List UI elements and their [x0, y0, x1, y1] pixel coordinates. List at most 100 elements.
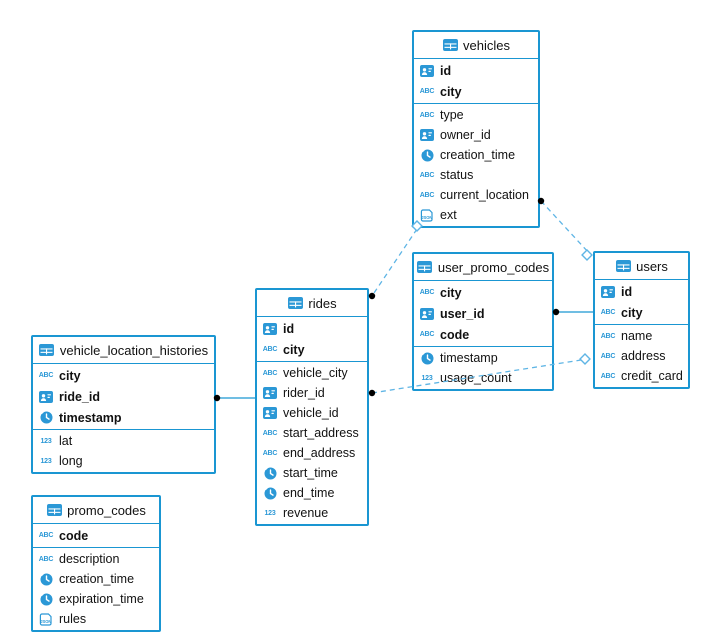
table-vehicles-header[interactable]: vehicles [414, 32, 538, 59]
table-icon [39, 344, 55, 356]
column-row[interactable]: rider_id [257, 383, 367, 403]
column-row[interactable]: ABC city [414, 81, 538, 102]
relation-vehicles-users-line[interactable] [540, 200, 590, 254]
column-name: owner_id [440, 128, 491, 142]
relation-dot-marker [368, 389, 376, 397]
column-row[interactable]: ABC end_address [257, 443, 367, 463]
table-user-promo-codes-header[interactable]: user_promo_codes [414, 254, 552, 281]
table-name: users [636, 258, 668, 274]
column-row[interactable]: ABC city [595, 302, 688, 323]
column-row[interactable]: id [595, 281, 688, 302]
column-row[interactable]: ride_id [33, 386, 214, 407]
column-row[interactable]: id [414, 60, 538, 81]
column-row[interactable]: expiration_time [33, 589, 159, 609]
column-row[interactable]: JSON ext [414, 205, 538, 225]
column-name: status [440, 168, 474, 182]
table-promo-codes[interactable]: promo_codes ABC code ABC description cre… [31, 495, 161, 632]
column-row[interactable]: start_time [257, 463, 367, 483]
text-icon: ABC [262, 429, 278, 437]
text-icon: ABC [38, 532, 54, 539]
table-user-promo-codes[interactable]: user_promo_codes ABC city user_id ABC co… [412, 252, 554, 391]
json-icon: JSON [38, 612, 54, 626]
relation-diamond-marker [581, 249, 593, 261]
column-name: city [440, 84, 462, 99]
timestamp-icon [419, 351, 435, 365]
table-vehicle-location-histories-header[interactable]: vehicle_location_histories [33, 337, 214, 364]
column-row[interactable]: ABC start_address [257, 423, 367, 443]
column-row[interactable]: id [257, 318, 367, 339]
text-icon: ABC [419, 289, 435, 296]
svg-text:JSON: JSON [421, 215, 432, 220]
column-name: rider_id [283, 386, 325, 400]
uuid-icon [419, 64, 435, 77]
uuid-icon [38, 390, 54, 403]
column-row[interactable]: end_time [257, 483, 367, 503]
column-name: vehicle_city [283, 366, 348, 380]
timestamp-icon [262, 486, 278, 500]
column-name: lat [59, 434, 73, 448]
column-row[interactable]: ABC city [257, 339, 367, 360]
column-name: long [59, 454, 83, 468]
table-icon [442, 39, 458, 51]
text-icon: ABC [262, 449, 278, 457]
column-row[interactable]: timestamp [414, 348, 552, 368]
column-row[interactable]: creation_time [33, 569, 159, 589]
text-icon: ABC [262, 369, 278, 377]
column-row[interactable]: user_id [414, 303, 552, 324]
column-row[interactable]: ABC credit_card [595, 366, 688, 386]
column-row[interactable]: ABC status [414, 165, 538, 185]
table-users-header[interactable]: users [595, 253, 688, 280]
column-row[interactable]: timestamp [33, 407, 214, 428]
column-row[interactable]: ABC name [595, 326, 688, 346]
text-icon: ABC [419, 171, 435, 179]
relation-dot-marker [368, 292, 376, 300]
table-icon [46, 504, 62, 516]
column-row[interactable]: ABC city [414, 282, 552, 303]
table-name: vehicles [463, 37, 510, 53]
json-icon: JSON [419, 208, 435, 222]
column-name: creation_time [59, 572, 135, 586]
column-row[interactable]: ABC code [33, 525, 159, 546]
column-row[interactable]: ABC city [33, 365, 214, 386]
column-name: id [283, 321, 295, 336]
table-rides[interactable]: rides id ABC city ABC vehicle_city rider… [255, 288, 369, 526]
column-name: timestamp [440, 351, 498, 365]
uuid-icon [262, 322, 278, 335]
table-users[interactable]: users id ABC city ABC name ABC address A… [593, 251, 690, 389]
column-row[interactable]: ABC description [33, 549, 159, 569]
column-row[interactable]: ABC code [414, 324, 552, 345]
table-vehicle-location-histories[interactable]: vehicle_location_histories ABC city ride… [31, 335, 216, 474]
number-icon: 123 [40, 457, 52, 465]
column-row[interactable]: ABC vehicle_city [257, 363, 367, 383]
column-row[interactable]: 123 usage_count [414, 368, 552, 388]
relation-rides-vehicles-line[interactable] [371, 228, 418, 297]
text-icon: ABC [600, 309, 616, 316]
column-row[interactable]: ABC type [414, 105, 538, 125]
column-row[interactable]: 123 long [33, 451, 214, 471]
column-name: code [440, 327, 470, 342]
column-row[interactable]: JSON rules [33, 609, 159, 629]
column-row[interactable]: vehicle_id [257, 403, 367, 423]
column-row[interactable]: ABC address [595, 346, 688, 366]
number-icon: 123 [421, 374, 433, 382]
uuid-icon [600, 285, 616, 298]
column-row[interactable]: owner_id [414, 125, 538, 145]
uuid-icon [419, 307, 435, 320]
column-row[interactable]: 123 lat [33, 431, 214, 451]
table-promo-codes-header[interactable]: promo_codes [33, 497, 159, 524]
column-row[interactable]: ABC current_location [414, 185, 538, 205]
column-name: type [440, 108, 464, 122]
column-name: start_time [283, 466, 338, 480]
column-name: ext [440, 208, 457, 222]
column-name: id [440, 63, 452, 78]
column-row[interactable]: creation_time [414, 145, 538, 165]
table-rides-header[interactable]: rides [257, 290, 367, 317]
column-row[interactable]: 123 revenue [257, 503, 367, 523]
column-name: usage_count [440, 371, 512, 385]
column-name: city [283, 342, 305, 357]
timestamp-icon [38, 572, 54, 586]
table-vehicles[interactable]: vehicles id ABC city ABC type owner_id [412, 30, 540, 228]
text-icon: ABC [419, 88, 435, 95]
text-icon: ABC [419, 111, 435, 119]
